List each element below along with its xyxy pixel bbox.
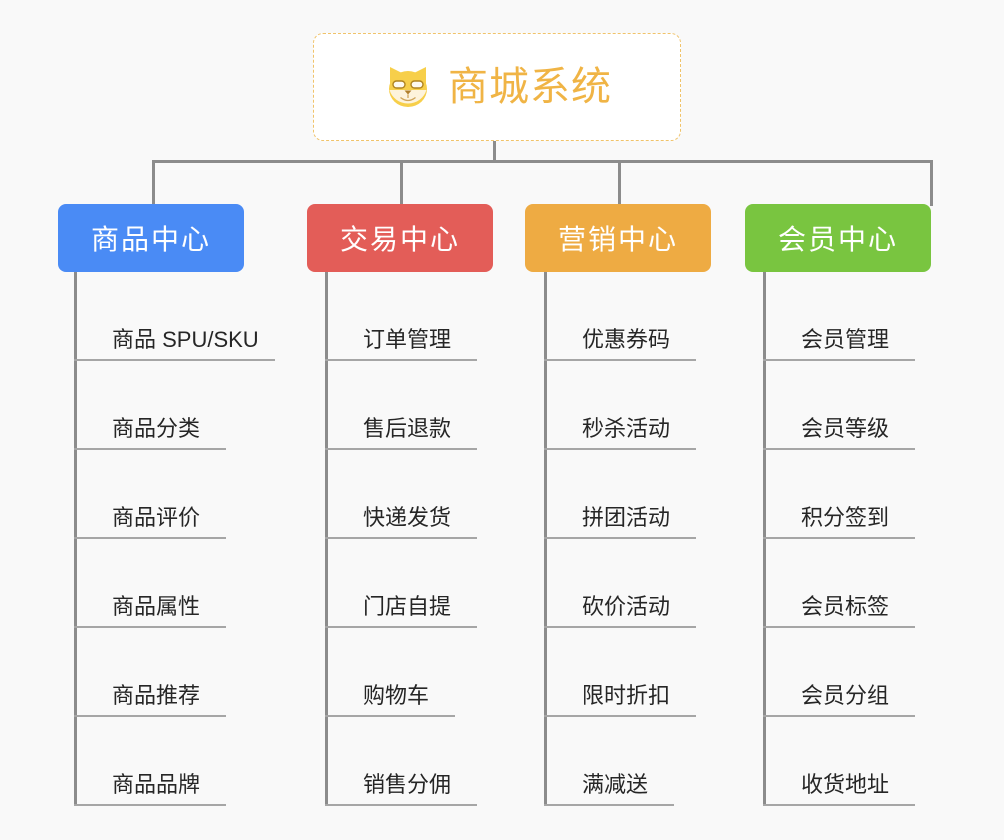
leaf-label: 销售分佣 [363, 772, 452, 797]
trunk-connector [74, 272, 77, 806]
leaf-label: 会员管理 [801, 327, 890, 352]
leaf-label: 限时折扣 [582, 683, 671, 708]
leaf-label: 商品属性 [112, 594, 201, 619]
leaf-label: 会员标签 [801, 594, 890, 619]
leaf-label: 会员分组 [801, 683, 890, 708]
leaf-underline [763, 804, 915, 806]
root-node[interactable]: 商城系统 [313, 33, 681, 141]
leaf-label: 优惠券码 [582, 327, 671, 352]
leaf-label: 订单管理 [363, 327, 452, 352]
leaf-underline [325, 537, 477, 539]
leaf-underline [74, 626, 226, 628]
category-title: 商品中心 [90, 224, 211, 255]
leaf-label: 商品品牌 [112, 772, 201, 797]
category-title: 营销中心 [557, 224, 678, 255]
leaf-underline [763, 537, 915, 539]
leaf-underline [74, 448, 226, 450]
leaf-underline [544, 804, 674, 806]
leaf-underline [74, 804, 226, 806]
leaf-label: 商品评价 [112, 505, 201, 530]
leaf-underline [74, 715, 226, 717]
trunk-connector [325, 272, 328, 806]
drop-connector-trade-center [400, 160, 403, 206]
leaf-underline [763, 626, 915, 628]
leaf-underline [544, 537, 696, 539]
drop-connector-marketing-center [618, 160, 621, 206]
leaf-underline [763, 448, 915, 450]
leaf-label: 快递发货 [363, 505, 452, 530]
leaf-underline [763, 715, 915, 717]
trunk-connector [544, 272, 547, 806]
horizontal-bus-connector [152, 160, 933, 163]
leaf-label: 秒杀活动 [582, 416, 671, 441]
leaf-label: 购物车 [363, 683, 430, 708]
leaf-underline [325, 626, 477, 628]
leaf-underline [544, 359, 696, 361]
leaf-label: 商品推荐 [112, 683, 201, 708]
category-box-product-center[interactable]: 商品中心 [58, 204, 244, 272]
leaf-label: 门店自提 [363, 594, 452, 619]
root-stem-connector [493, 141, 496, 163]
leaf-label: 收货地址 [801, 772, 890, 797]
drop-connector-member-center [930, 160, 933, 206]
leaf-underline [325, 804, 477, 806]
leaf-underline [325, 715, 455, 717]
root-title: 商城系统 [448, 65, 612, 109]
leaf-label: 商品分类 [112, 416, 201, 441]
leaf-underline [325, 359, 477, 361]
category-box-member-center[interactable]: 会员中心 [745, 204, 931, 272]
leaf-underline [763, 359, 915, 361]
trunk-connector [763, 272, 766, 806]
leaf-label: 拼团活动 [582, 505, 671, 530]
leaf-label: 积分签到 [801, 505, 890, 530]
drop-connector-product-center [152, 160, 155, 206]
category-title: 交易中心 [339, 224, 460, 255]
leaf-underline [544, 715, 696, 717]
leaf-underline [74, 537, 226, 539]
category-title: 会员中心 [777, 224, 898, 255]
leaf-underline [544, 448, 696, 450]
category-box-trade-center[interactable]: 交易中心 [307, 204, 493, 272]
leaf-label: 满减送 [582, 772, 649, 797]
leaf-label: 售后退款 [363, 416, 452, 441]
leaf-label: 会员等级 [801, 416, 890, 441]
leaf-label: 商品 SPU/SKU [112, 327, 259, 352]
leaf-underline [544, 626, 696, 628]
shiba-dog-icon [382, 61, 434, 113]
leaf-underline [325, 448, 477, 450]
leaf-label: 砍价活动 [582, 594, 671, 619]
category-box-marketing-center[interactable]: 营销中心 [525, 204, 711, 272]
leaf-underline [74, 359, 275, 361]
